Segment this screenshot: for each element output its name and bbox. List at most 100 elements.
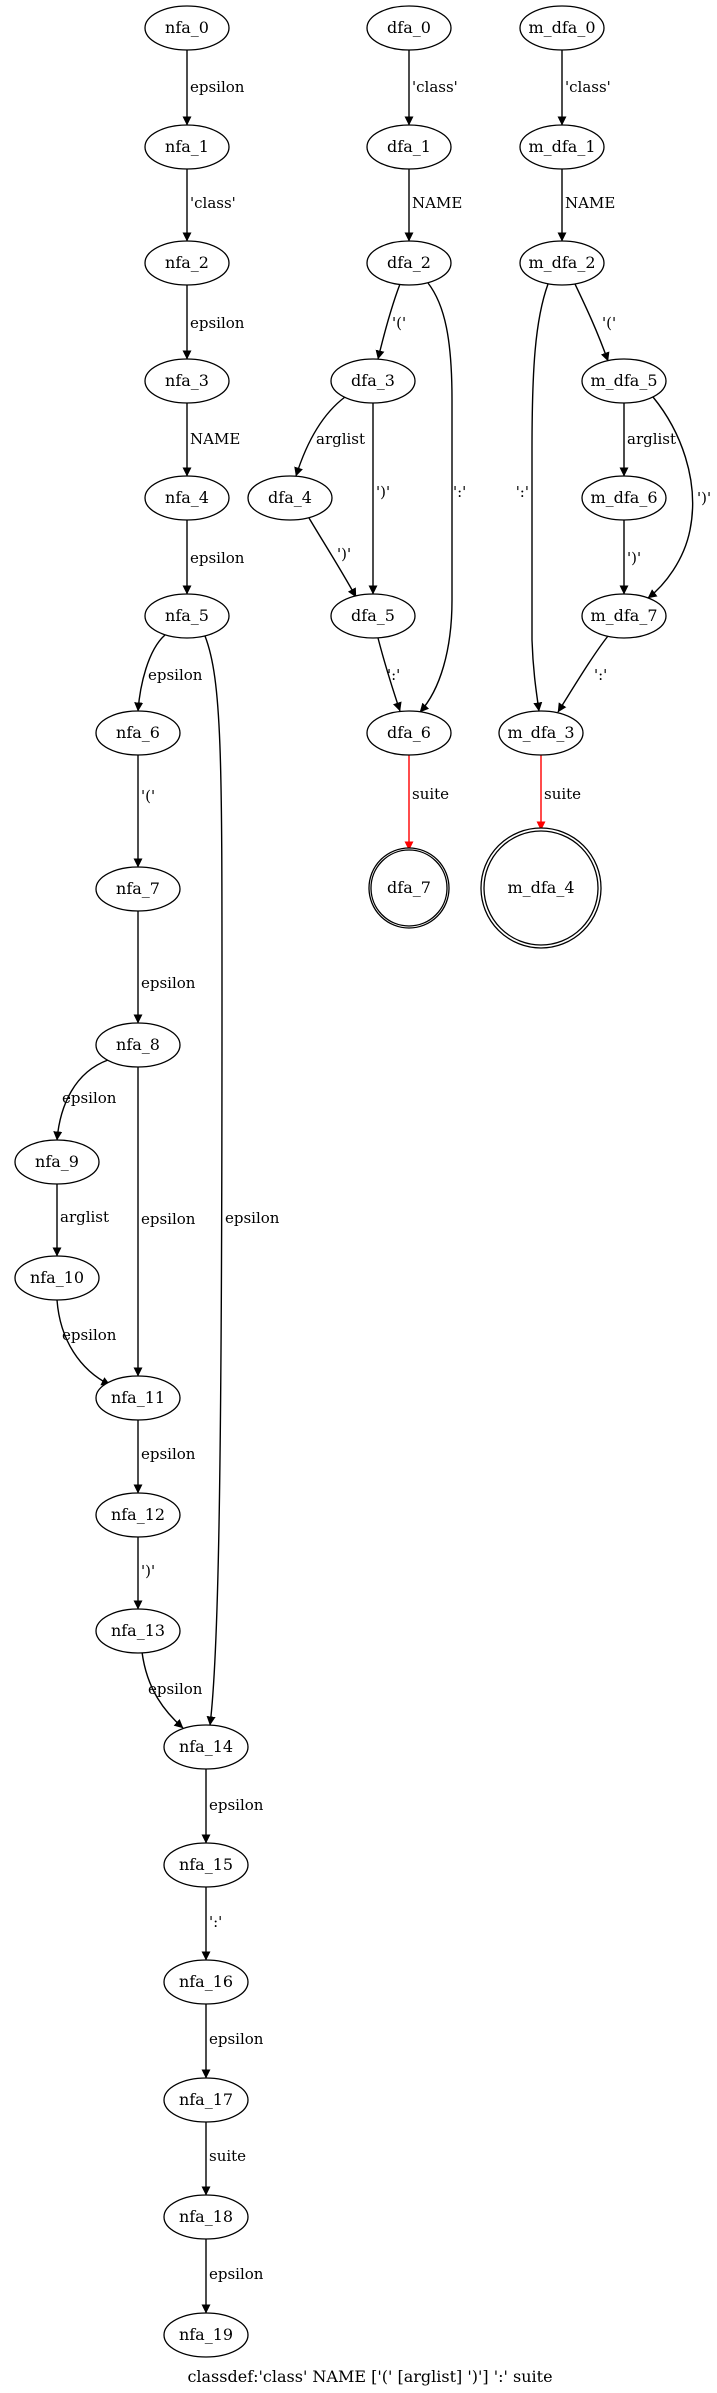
edge-line bbox=[419, 282, 453, 713]
node-label: nfa_10 bbox=[30, 1268, 84, 1287]
edge-label: ')' bbox=[697, 489, 711, 507]
edge-m_dfa_0-to-m_dfa_1: 'class' bbox=[557, 50, 611, 126]
state-ellipse bbox=[95, 1022, 181, 1068]
edge-label: epsilon bbox=[141, 1210, 196, 1228]
state-ellipse bbox=[144, 5, 230, 51]
edge-line bbox=[53, 1059, 109, 1141]
node-label: m_dfa_6 bbox=[590, 488, 657, 507]
edge-nfa_8-to-nfa_9: epsilon bbox=[53, 1059, 117, 1141]
node-label: dfa_6 bbox=[387, 723, 431, 742]
node-label: nfa_14 bbox=[179, 1737, 233, 1756]
state-ellipse bbox=[498, 710, 584, 756]
node-nfa_15: nfa_15 bbox=[163, 1842, 249, 1888]
edge-line bbox=[294, 396, 346, 477]
edge-nfa_3-to-nfa_4: NAME bbox=[182, 403, 240, 477]
node-label: m_dfa_1 bbox=[528, 137, 595, 156]
edge-label: epsilon bbox=[190, 314, 245, 332]
edge-label: ':' bbox=[516, 483, 529, 501]
node-label: m_dfa_5 bbox=[590, 371, 657, 390]
state-ellipse bbox=[95, 1375, 181, 1421]
state-ellipse bbox=[144, 593, 230, 639]
node-m_dfa_2: m_dfa_2 bbox=[519, 240, 605, 286]
state-ellipse bbox=[95, 710, 181, 756]
node-nfa_5: nfa_5 bbox=[144, 593, 230, 639]
node-label: nfa_4 bbox=[165, 488, 209, 507]
edge-label: '(' bbox=[392, 314, 406, 332]
node-label: m_dfa_7 bbox=[590, 606, 657, 625]
state-ellipse bbox=[144, 358, 230, 404]
state-ellipse bbox=[581, 358, 667, 404]
state-ellipse bbox=[366, 5, 452, 51]
edge-label: epsilon bbox=[209, 1796, 264, 1814]
edge-nfa_16-to-nfa_17: epsilon bbox=[201, 2004, 264, 2079]
edge-dfa_0-to-dfa_1: 'class' bbox=[404, 50, 458, 126]
node-nfa_17: nfa_17 bbox=[163, 2077, 249, 2123]
edge-nfa_5-to-nfa_14: epsilon bbox=[204, 635, 280, 1726]
edge-nfa_14-to-nfa_15: epsilon bbox=[201, 1769, 264, 1844]
node-label: m_dfa_0 bbox=[528, 18, 595, 37]
edge-nfa_5-to-nfa_6: epsilon bbox=[134, 634, 203, 712]
edge-nfa_9-to-nfa_10: arglist bbox=[52, 1184, 109, 1257]
edge-label: epsilon bbox=[190, 78, 245, 96]
state-ellipse bbox=[581, 475, 667, 521]
node-dfa_3: dfa_3 bbox=[330, 358, 416, 404]
state-ellipse bbox=[144, 124, 230, 170]
edge-label: suite bbox=[412, 785, 449, 803]
state-ellipse bbox=[366, 124, 452, 170]
state-ellipse bbox=[144, 475, 230, 521]
edge-line bbox=[531, 283, 549, 712]
edge-label: 'class' bbox=[565, 78, 611, 96]
state-ellipse bbox=[95, 1608, 181, 1654]
node-label: nfa_1 bbox=[165, 137, 209, 156]
node-dfa_2: dfa_2 bbox=[366, 240, 452, 286]
node-dfa_0: dfa_0 bbox=[366, 5, 452, 51]
edge-dfa_2-to-dfa_6: ':' bbox=[419, 282, 466, 713]
node-label: nfa_12 bbox=[111, 1505, 165, 1524]
state-ellipse bbox=[144, 240, 230, 286]
node-m_dfa_7: m_dfa_7 bbox=[581, 593, 667, 639]
edge-label: ':' bbox=[453, 483, 466, 501]
state-ellipse bbox=[330, 593, 416, 639]
edge-line bbox=[204, 635, 223, 1726]
edge-label: '(' bbox=[141, 787, 155, 805]
node-label: dfa_2 bbox=[387, 253, 431, 272]
node-nfa_14: nfa_14 bbox=[163, 1724, 249, 1770]
edge-dfa_1-to-dfa_2: NAME bbox=[404, 169, 462, 242]
node-label: m_dfa_3 bbox=[507, 723, 574, 742]
edge-label: 'class' bbox=[190, 194, 236, 212]
edge-label: ':' bbox=[209, 1913, 222, 1931]
node-label: nfa_8 bbox=[116, 1035, 160, 1054]
accept-inner-circle bbox=[370, 849, 448, 927]
node-m_dfa_0: m_dfa_0 bbox=[519, 5, 605, 51]
node-nfa_12: nfa_12 bbox=[95, 1492, 181, 1538]
edge-nfa_17-to-nfa_18: suite bbox=[201, 2122, 246, 2196]
edge-line bbox=[574, 283, 610, 362]
node-label: nfa_16 bbox=[179, 1972, 233, 1991]
edge-dfa_2-to-dfa_3: '(' bbox=[375, 283, 406, 360]
edge-label: epsilon bbox=[148, 1680, 203, 1698]
node-m_dfa_5: m_dfa_5 bbox=[581, 358, 667, 404]
edge-nfa_2-to-nfa_3: epsilon bbox=[182, 285, 245, 360]
state-ellipse bbox=[14, 1139, 100, 1185]
node-label: nfa_7 bbox=[116, 879, 160, 898]
edge-label: epsilon bbox=[62, 1089, 117, 1107]
state-ellipse bbox=[163, 1724, 249, 1770]
edge-dfa_3-to-dfa_5: ')' bbox=[368, 403, 390, 595]
edge-label: ':' bbox=[594, 666, 607, 684]
node-label: nfa_11 bbox=[111, 1388, 165, 1407]
state-ellipse bbox=[519, 5, 605, 51]
edge-label: epsilon bbox=[141, 1445, 196, 1463]
node-label: nfa_0 bbox=[165, 18, 209, 37]
edge-line bbox=[134, 634, 166, 712]
edge-m_dfa_6-to-m_dfa_7: ')' bbox=[619, 520, 641, 595]
state-ellipse bbox=[163, 2077, 249, 2123]
edge-dfa_5-to-dfa_6: ':' bbox=[377, 637, 402, 712]
edge-label: epsilon bbox=[209, 2265, 264, 2283]
edge-label: epsilon bbox=[62, 1326, 117, 1344]
node-nfa_3: nfa_3 bbox=[144, 358, 230, 404]
edges-layer: epsilon'class'epsilonNAMEepsilonepsilone… bbox=[52, 50, 711, 2314]
node-label: dfa_1 bbox=[387, 137, 431, 156]
state-ellipse bbox=[163, 2194, 249, 2240]
edge-dfa_6-to-dfa_7: suite bbox=[404, 755, 449, 851]
edge-nfa_10-to-nfa_11: epsilon bbox=[56, 1299, 117, 1386]
